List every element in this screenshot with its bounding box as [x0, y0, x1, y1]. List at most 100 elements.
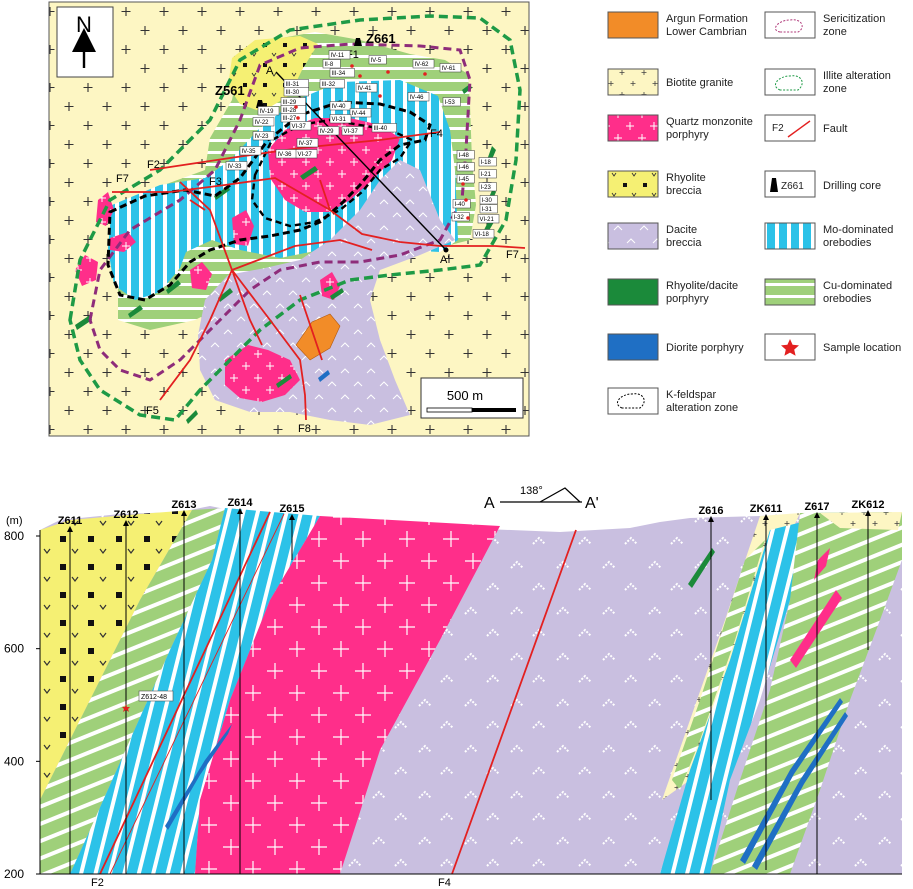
- sample-label-i31: I-31: [479, 204, 498, 214]
- fault-f5-label: F5: [146, 405, 159, 417]
- legend-cu-line2: orebodies: [823, 293, 872, 305]
- sample-label-text-iii34: III-34: [332, 71, 346, 77]
- faults-map: [112, 131, 526, 421]
- sample-label-iv37: IV-37: [296, 138, 319, 148]
- sample-label-text-ii8: II-8: [325, 62, 334, 68]
- sample-label-i21: I-21: [478, 169, 497, 179]
- legend-mo-line2: orebodies: [823, 237, 872, 249]
- legend-drill-icon: [770, 178, 778, 192]
- section-fault-f2a: [99, 511, 271, 875]
- drill-label: Z617: [804, 501, 829, 513]
- fault-f7b-label: F7: [506, 249, 519, 261]
- section-fault-f4-label: F4: [438, 877, 451, 889]
- sample-label-i45: I-45: [456, 174, 475, 184]
- legend-illite-line2: zone: [823, 83, 847, 95]
- sample-marker: [378, 94, 382, 98]
- legend-swatch-rhyolite: [607, 170, 659, 198]
- legend-sericite-shape: [775, 19, 803, 33]
- sample-label-vi31: VI-31: [329, 114, 352, 124]
- drill-z613: Z613: [171, 499, 197, 874]
- legend-label-sample: Sample location: [823, 342, 901, 354]
- sample-label-text-i32: I-32: [454, 215, 465, 221]
- drill-z561-label: Z561: [215, 83, 245, 98]
- sample-label-iv61: IV-61: [439, 63, 462, 73]
- section-diorite-left: [165, 724, 232, 830]
- diorite-dyke-map: [318, 370, 330, 382]
- sample-label-iv11: IV-11: [328, 50, 351, 60]
- sample-label-i40: I-40: [452, 199, 471, 209]
- sample-label-text-iv40: IV-40: [332, 104, 347, 110]
- sample-label-text-iv5: IV-5: [371, 58, 382, 64]
- fault-f7a-label: F7: [116, 173, 129, 185]
- legend-swatch-kfeldspar: [607, 387, 659, 415]
- legend-label-granite: Biotite granite: [666, 77, 733, 89]
- legend-label-fault: Fault: [823, 123, 847, 135]
- section-sample: Z612-48: [122, 690, 174, 712]
- sample-marker: [464, 198, 468, 202]
- sample-label-text-iv35: IV-35: [242, 149, 257, 155]
- drill-label: ZK612: [851, 499, 884, 511]
- sample-label-ii8: II-8: [322, 59, 341, 69]
- legend-mo-line1: Mo-dominated: [823, 224, 893, 236]
- legend-label-diorite: Diorite porphyry: [666, 342, 744, 354]
- sample-label-iii32: III-32: [319, 79, 345, 89]
- legend-kfeldspar-line1: K-feldspar: [666, 389, 716, 401]
- sample-marker: [294, 105, 298, 109]
- sample-label-iv46: IV-46: [407, 92, 430, 102]
- sample-label-text-iv33: IV-33: [228, 164, 243, 170]
- sample-label-text-vi27: VI-27: [298, 152, 313, 158]
- sample-label-text-i46: I-46: [459, 165, 470, 171]
- scale-label: 500 m: [447, 388, 483, 403]
- sample-label-i48: I-48: [456, 150, 475, 160]
- geologic-map: N 500 m Z661 Z561 A A' F1 F2 F3 F4 F5 F7: [48, 1, 530, 437]
- section-fault-f2b: [109, 513, 285, 875]
- sample-label-i53: I-53: [442, 97, 461, 107]
- sample-label-iv29: IV-29: [317, 126, 340, 136]
- sample-label-text-vi37a: VI-37: [344, 129, 359, 135]
- sample-label-iv40: IV-40: [329, 101, 352, 111]
- drill-label: Z614: [227, 497, 253, 509]
- section-orientation: A A' 138°: [484, 485, 599, 512]
- drill-z612: Z612: [113, 509, 139, 874]
- drill-z561: Z561: [215, 83, 264, 108]
- sample-label-text-iv22: IV-22: [255, 120, 270, 126]
- sample-label-text-iv23: IV-23: [255, 134, 270, 140]
- north-arrow: N: [56, 6, 114, 78]
- legend-swatch-sericite: [764, 11, 816, 39]
- sample-labels: IV-11II-8III-34III-32IV-5IV-62IV-61III-3…: [225, 50, 500, 239]
- sample-label-text-i48: I-48: [459, 153, 470, 159]
- legend-swatch-fault: [764, 114, 816, 142]
- section-cu-stripe: [672, 540, 765, 790]
- section-rhyodacite-dyke: [688, 548, 715, 588]
- argun-formation-map: [295, 313, 341, 361]
- sample-label-text-i40: I-40: [455, 202, 466, 208]
- sample-label-text-iii28: III-28: [283, 108, 297, 114]
- legend-swatch-sample: [764, 333, 816, 361]
- sample-marker: [386, 70, 390, 74]
- legend-swatch-illite: [764, 68, 816, 96]
- drill-label: Z616: [698, 505, 723, 517]
- sample-label-text-vi31: VI-31: [332, 117, 347, 123]
- sample-label-text-i31: I-31: [482, 207, 493, 213]
- sample-label-iv36: IV-36: [275, 149, 298, 159]
- drill-z614: Z614: [227, 497, 253, 874]
- sample-label-text-iii30: III-30: [286, 90, 300, 96]
- legend-swatch-granite: [607, 68, 659, 96]
- sample-label-text-iv36: IV-36: [278, 152, 293, 158]
- legend-illite-line1: Illite alteration: [823, 70, 891, 82]
- sample-label-text-i21: I-21: [481, 172, 492, 178]
- legend-swatch-qmp: [607, 114, 659, 142]
- section-cu-left: [40, 508, 225, 874]
- section-fault-f4: [451, 529, 577, 875]
- sample-label-text-i23: I-23: [481, 185, 492, 191]
- illite-zone-outline: [68, 14, 522, 422]
- qm-porphyry-south: [225, 345, 300, 402]
- orientation-azimuth: 138°: [520, 485, 543, 497]
